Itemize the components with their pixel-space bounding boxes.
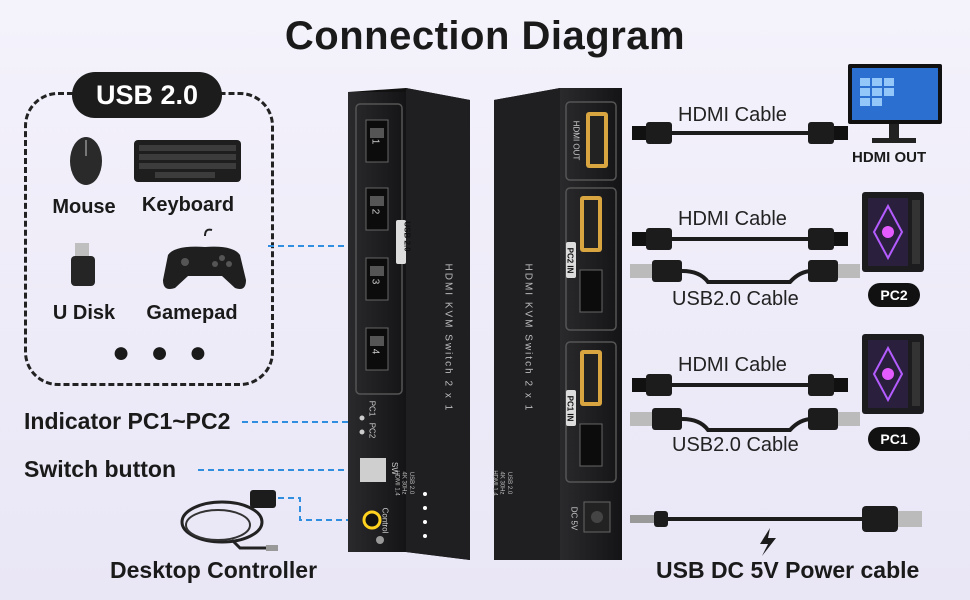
- gamepad-icon: [163, 228, 246, 289]
- page-title: Connection Diagram: [284, 14, 686, 58]
- back-spec-2: 4K 30Hz: [498, 471, 505, 495]
- usb-badge: USB 2.0: [72, 72, 222, 118]
- front-control-label: Control: [380, 507, 390, 534]
- front-usb-label: USB 2.0: [402, 221, 412, 252]
- power-cable-label: USB DC 5V Power cable: [656, 557, 920, 583]
- device-label-keyboard: Keyboard: [141, 194, 235, 216]
- power-cable: [630, 506, 922, 532]
- back-pc1-in-label: PC1 IN: [565, 395, 575, 422]
- monitor-icon: [848, 64, 942, 143]
- keyboard-icon: [134, 140, 241, 182]
- desktop-controller-icon: [180, 490, 278, 551]
- monitor-label: HDMI OUT: [852, 149, 927, 166]
- connector-lines: [198, 245, 372, 521]
- front-spec-1: USB 2.0: [408, 471, 415, 495]
- front-port-1: 1: [369, 138, 381, 145]
- front-spec-2: 4K 30Hz: [400, 471, 407, 495]
- kvm-back-device: [494, 88, 622, 560]
- front-port-2: 2: [369, 208, 381, 215]
- front-pc1-led-label: PC1: [367, 400, 377, 417]
- pc2-badge: PC2: [868, 283, 920, 307]
- more-devices-dots: ● ● ●: [112, 336, 214, 369]
- device-label-udisk: U Disk: [52, 302, 116, 324]
- usb-cable-label-pc1: USB2.0 Cable: [672, 434, 799, 456]
- switch-button-label: Switch button: [24, 456, 177, 482]
- back-dc-label: DC 5V: [569, 506, 579, 531]
- usb-cable-pc2: [630, 260, 860, 284]
- pc1-tower-icon: [862, 334, 924, 414]
- back-spec-3: HDMI 1.4: [491, 470, 498, 496]
- mouse-icon: [70, 137, 102, 185]
- front-device-name: HDMI KVM Switch 2 x 1: [442, 263, 454, 413]
- back-pc2-in-label: PC2 IN: [565, 247, 575, 274]
- hdmi-cable-out: [632, 122, 848, 144]
- lightning-icon: [760, 528, 776, 556]
- front-port-3: 3: [369, 278, 381, 285]
- device-label-mouse: Mouse: [52, 196, 116, 218]
- pc2-tower-icon: [862, 192, 924, 272]
- device-label-gamepad: Gamepad: [146, 302, 238, 324]
- front-spec-3: HDMI 1.4: [393, 470, 400, 496]
- pc1-badge: PC1: [868, 427, 920, 451]
- usb-cable-label-pc2: USB2.0 Cable: [672, 288, 799, 310]
- indicator-label: Indicator PC1~PC2: [24, 408, 231, 434]
- hdmi-cable-pc1: [632, 374, 848, 396]
- back-hdmi-out-label: HDMI OUT: [571, 120, 581, 161]
- back-spec-1: USB 2.0: [506, 471, 513, 495]
- usb-disk-icon: [71, 243, 95, 286]
- kvm-front-device: [348, 88, 470, 560]
- desktop-controller-label: Desktop Controller: [110, 557, 318, 583]
- usb-cable-pc1: [630, 408, 860, 432]
- hdmi-cable-label-out: HDMI Cable: [678, 104, 787, 126]
- hdmi-cable-label-pc2: HDMI Cable: [678, 208, 787, 230]
- front-port-4: 4: [369, 348, 381, 355]
- back-device-name: HDMI KVM Switch 2 x 1: [522, 263, 534, 413]
- hdmi-cable-label-pc1: HDMI Cable: [678, 354, 787, 376]
- front-pc2-led-label: PC2: [367, 422, 377, 439]
- hdmi-cable-pc2: [632, 228, 848, 250]
